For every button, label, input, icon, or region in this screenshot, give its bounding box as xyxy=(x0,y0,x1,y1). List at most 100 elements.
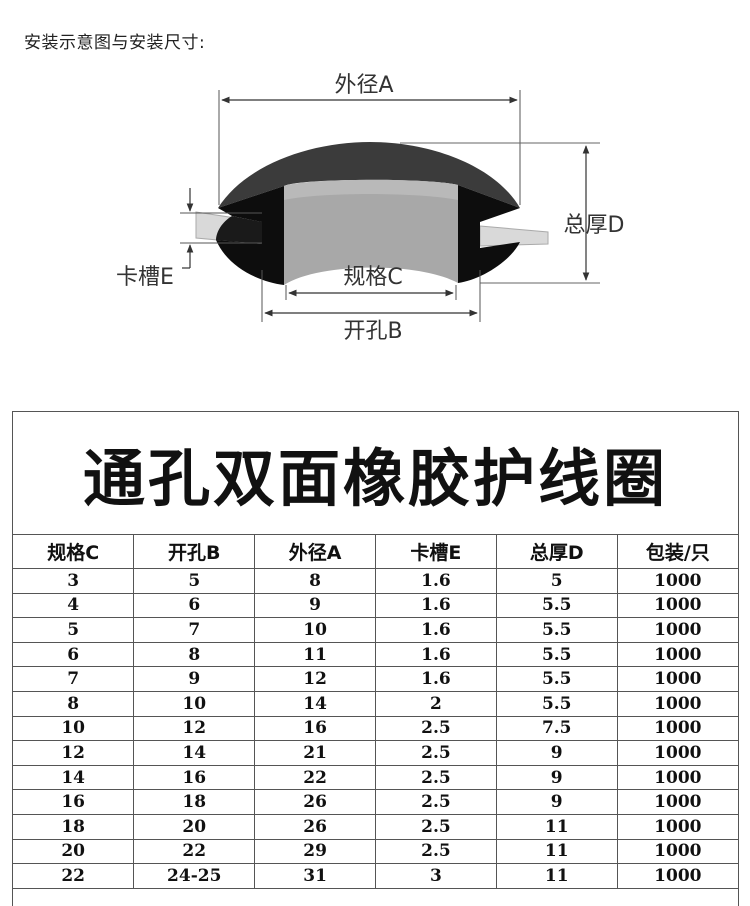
cell-hole: 16 xyxy=(133,764,256,791)
cell-groove: 2.5 xyxy=(374,764,497,791)
cell-outer-diameter: 16 xyxy=(254,715,376,742)
cell-total-thickness: 9 xyxy=(495,789,618,815)
cell-groove: 1.6 xyxy=(374,641,497,668)
cell-outer-diameter: 21 xyxy=(254,740,376,766)
cell-total-thickness: 5.5 xyxy=(495,641,618,668)
cell-hole: 22 xyxy=(133,838,256,865)
cell-total-thickness: 5.5 xyxy=(495,690,618,717)
cell-spec: 18 xyxy=(13,813,135,840)
cell-spec: 16 xyxy=(13,789,135,815)
cell-hole: 9 xyxy=(133,666,256,692)
cell-hole: 7 xyxy=(133,617,256,643)
section-title: 安装示意图与安装尺寸: xyxy=(24,33,206,53)
cell-groove: 1.6 xyxy=(374,617,497,643)
cell-outer-diameter: 10 xyxy=(254,617,376,643)
cell-hole: 8 xyxy=(133,641,256,668)
cell-hole: 20 xyxy=(133,813,256,840)
cell-packing: 1000 xyxy=(616,813,738,840)
cell-outer-diameter: 31 xyxy=(254,863,376,889)
cell-groove: 2.5 xyxy=(374,789,497,815)
label-total-thickness: 总厚D xyxy=(564,213,625,238)
cell-spec: 6 xyxy=(13,641,135,668)
cell-groove: 2 xyxy=(374,690,497,717)
cell-total-thickness: 5 xyxy=(495,568,618,594)
cell-total-thickness: 9 xyxy=(495,740,618,766)
header-total-thickness: 总厚D xyxy=(495,535,618,569)
cell-groove: 2.5 xyxy=(374,838,497,865)
cell-outer-diameter: 29 xyxy=(254,838,376,865)
cell-packing: 1000 xyxy=(616,592,738,619)
header-hole: 开孔B xyxy=(133,535,256,569)
cell-spec: 14 xyxy=(13,764,135,791)
cell-spec: 10 xyxy=(13,715,135,742)
table-header-row: 规格C 开孔B 外径A 卡槽E 总厚D 包装/只 xyxy=(13,535,738,569)
cell-outer-diameter: 11 xyxy=(254,641,376,668)
cell-total-thickness: 9 xyxy=(495,764,618,791)
cell-hole: 6 xyxy=(133,592,256,619)
table-title: 通孔双面橡胶护线圈 xyxy=(13,412,738,535)
cell-groove: 1.6 xyxy=(374,666,497,692)
cell-spec: 8 xyxy=(13,690,135,717)
cell-spec: 20 xyxy=(13,838,135,865)
cell-spec: 7 xyxy=(13,666,135,692)
cell-total-thickness: 7.5 xyxy=(495,715,618,742)
cell-spec: 5 xyxy=(13,617,135,643)
cell-total-thickness: 11 xyxy=(495,813,618,840)
cell-groove: 2.5 xyxy=(374,813,497,840)
cell-groove: 1.6 xyxy=(374,568,497,594)
cell-outer-diameter: 8 xyxy=(254,568,376,594)
cell-hole: 24-25 xyxy=(133,863,256,889)
cell-packing: 1000 xyxy=(616,838,738,865)
header-spec: 规格C xyxy=(13,535,135,569)
cell-groove: 2.5 xyxy=(374,740,497,766)
header-groove: 卡槽E xyxy=(374,535,497,569)
cell-outer-diameter: 26 xyxy=(254,789,376,815)
cell-total-thickness: 11 xyxy=(495,863,618,889)
cell-spec: 22 xyxy=(13,863,135,889)
cell-packing: 1000 xyxy=(616,740,738,766)
cell-packing: 1000 xyxy=(616,715,738,742)
cell-packing: 1000 xyxy=(616,690,738,717)
cell-packing: 1000 xyxy=(616,641,738,668)
cell-total-thickness: 5.5 xyxy=(495,617,618,643)
cell-packing: 1000 xyxy=(616,617,738,643)
cell-outer-diameter: 14 xyxy=(254,690,376,717)
cell-total-thickness: 5.5 xyxy=(495,592,618,619)
label-hole: 开孔B xyxy=(343,319,402,344)
cell-outer-diameter: 12 xyxy=(254,666,376,692)
cell-packing: 1000 xyxy=(616,764,738,791)
cell-hole: 18 xyxy=(133,789,256,815)
cell-hole: 10 xyxy=(133,690,256,717)
cell-packing: 1000 xyxy=(616,863,738,889)
cell-outer-diameter: 22 xyxy=(254,764,376,791)
grommet-shape xyxy=(216,142,520,285)
cell-packing: 1000 xyxy=(616,666,738,692)
installation-diagram: 外径A 总厚D 卡槽E 规格C 开孔B xyxy=(116,73,625,344)
label-spec: 规格C xyxy=(343,265,402,290)
cell-total-thickness: 11 xyxy=(495,838,618,865)
cell-spec: 12 xyxy=(13,740,135,766)
header-packing: 包装/只 xyxy=(616,535,738,569)
label-groove: 卡槽E xyxy=(116,265,174,290)
cell-hole: 5 xyxy=(133,568,256,594)
header-outer-diameter: 外径A xyxy=(254,535,376,569)
cell-packing: 1000 xyxy=(616,789,738,815)
cell-groove: 3 xyxy=(374,863,497,889)
label-outer-diameter: 外径A xyxy=(334,73,393,98)
cell-outer-diameter: 26 xyxy=(254,813,376,840)
cell-hole: 14 xyxy=(133,740,256,766)
